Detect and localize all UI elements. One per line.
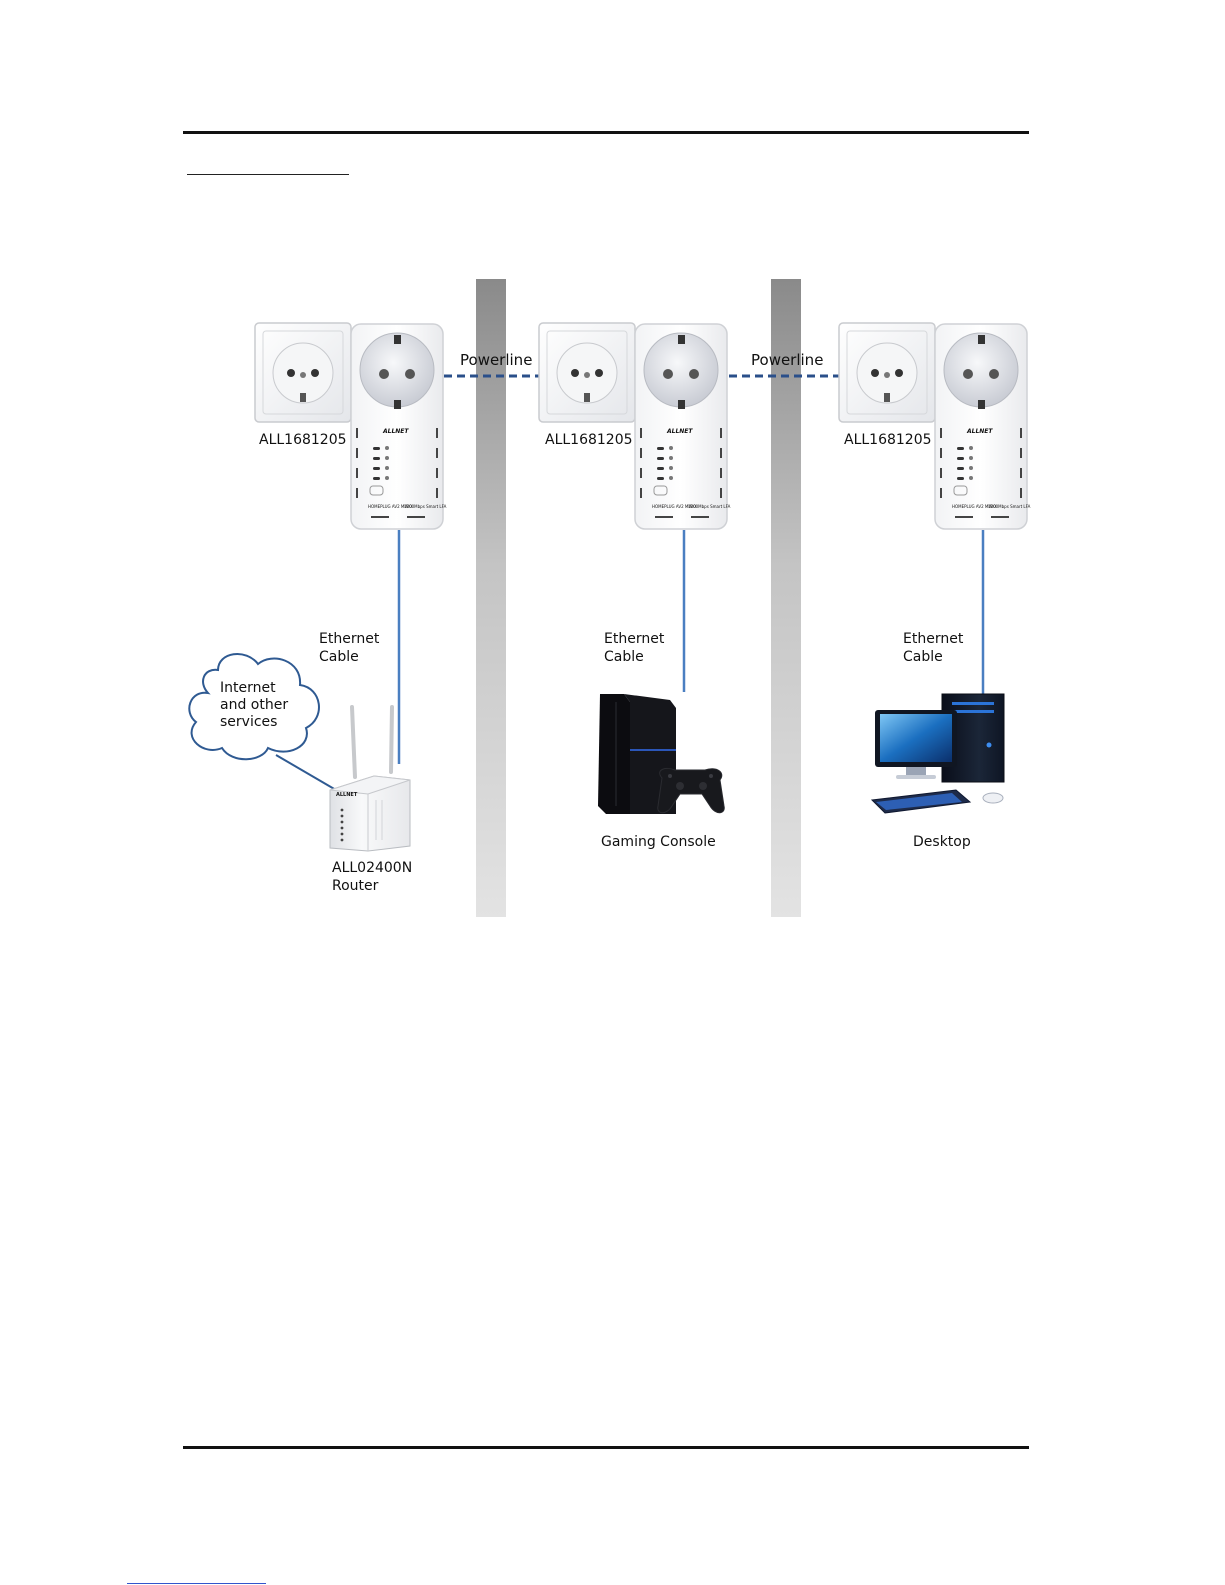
adapter-spec-left-2: HOMEPLUG AV2 MIMO <box>652 504 696 509</box>
adapter-spec-right-3: 1200Mbps Smart LFA <box>988 504 1031 509</box>
ethernet-label-1-line2: Cable <box>319 649 359 665</box>
desktop-computer <box>870 693 1005 814</box>
powerline-unit-3: ALLNET HOMEPLUG AV2 MIMO 1200Mbps Smart … <box>838 322 1031 530</box>
cloud-line-1: Internet <box>220 680 276 696</box>
cloud-line-3: services <box>220 714 277 730</box>
adapter-brand-1: ALLNET <box>382 428 409 435</box>
adapter-spec-left-1: HOMEPLUG AV2 MIMO <box>368 504 412 509</box>
ethernet-label-2-line1: Ethernet <box>604 631 665 647</box>
header-rule <box>183 131 1029 134</box>
powerline-label-2: Powerline <box>751 351 823 369</box>
adapter-spec-left-3: HOMEPLUG AV2 MIMO <box>952 504 996 509</box>
router-label-line2: Router <box>332 878 379 894</box>
console-label: Gaming Console <box>601 834 716 850</box>
adapter-spec-right-1: 1200Mbps Smart LFA <box>404 504 447 509</box>
adapter-brand-3: ALLNET <box>966 428 993 435</box>
internet-link <box>275 754 337 791</box>
ethernet-label-3-line1: Ethernet <box>903 631 964 647</box>
gaming-console <box>598 694 725 814</box>
cloud-line-2: and other <box>220 697 288 713</box>
powerline-unit-2: ALLNET HOMEPLUG AV2 MIMO 1200Mbps Smart … <box>538 322 731 530</box>
wall-1 <box>476 279 506 917</box>
section-underline <box>187 174 349 175</box>
footer-rule <box>183 1446 1029 1449</box>
desktop-label: Desktop <box>913 834 971 850</box>
ethernet-label-3-line2: Cable <box>903 649 943 665</box>
ethernet-label-2-line2: Cable <box>604 649 644 665</box>
powerline-label-1: Powerline <box>460 351 532 369</box>
router-brand: ALLNET <box>336 792 358 798</box>
adapter-label-1: ALL1681205 <box>259 432 347 448</box>
adapter-brand-2: ALLNET <box>666 428 693 435</box>
footer-link-underline <box>127 1583 266 1584</box>
adapter-label-3: ALL1681205 <box>844 432 932 448</box>
adapter-spec-right-2: 1200Mbps Smart LFA <box>688 504 731 509</box>
router-device: ALLNET <box>329 705 411 852</box>
internet-cloud: Internet and other services <box>188 652 320 761</box>
adapter-label-2: ALL1681205 <box>545 432 633 448</box>
router-label-line1: ALL02400N <box>332 860 412 876</box>
powerline-unit-1: ALLNET HOMEPLUG AV2 MIMO 1200Mbps Smart … <box>254 322 447 530</box>
wall-2 <box>771 279 801 917</box>
ethernet-label-1-line1: Ethernet <box>319 631 380 647</box>
